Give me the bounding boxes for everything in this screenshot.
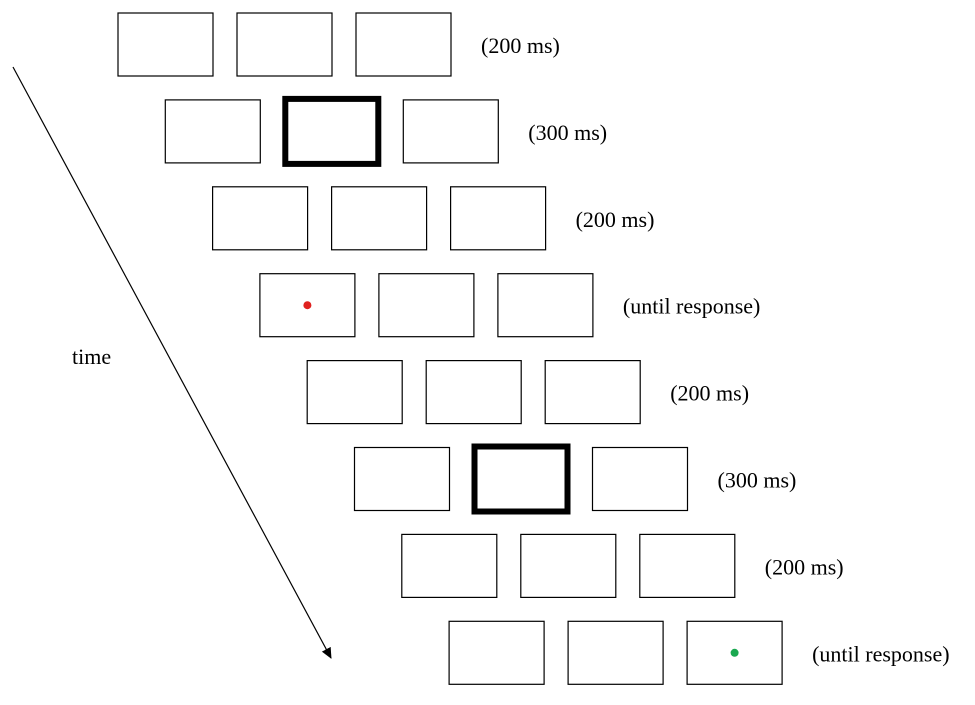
duration-label: (200 ms) (481, 33, 560, 58)
placeholder-box (639, 533, 736, 599)
placeholder-box (164, 99, 261, 164)
placeholder-box (259, 273, 356, 338)
placeholder-box (567, 620, 664, 685)
frames-layer: (200 ms) (300 ms) (200 ms) (until response)… (117, 12, 950, 685)
frame-row-4: (until response) (259, 273, 760, 338)
red-target-dot (303, 301, 312, 310)
placeholder-box (591, 446, 689, 512)
placeholder-box (331, 186, 428, 251)
duration-label: (300 ms) (528, 120, 607, 145)
cue-box (471, 443, 571, 515)
duration-label: (200 ms) (670, 381, 749, 406)
time-axis: time (12, 66, 332, 659)
placeholder-box (353, 446, 451, 512)
duration-label: (until response) (812, 641, 949, 666)
placeholder-box (401, 533, 498, 599)
placeholder-box (544, 360, 641, 425)
time-label: time (72, 344, 111, 369)
frame-row-8: (until response) (448, 620, 950, 685)
frame-row-3: (200 ms) (212, 186, 655, 251)
frame-row-6: (300 ms) (353, 443, 797, 515)
placeholder-box (686, 620, 783, 685)
placeholder-box (497, 273, 594, 338)
duration-label: (until response) (623, 294, 760, 319)
placeholder-box (306, 360, 403, 425)
time-arrow (12, 66, 332, 659)
cue-box (282, 95, 382, 167)
frame-row-1: (200 ms) (117, 12, 560, 77)
duration-label: (300 ms) (718, 468, 797, 493)
placeholder-box (448, 620, 545, 685)
frame-row-5: (200 ms) (306, 360, 749, 425)
placeholder-box (212, 186, 309, 251)
green-target-dot (730, 648, 739, 657)
placeholder-box (402, 99, 499, 164)
frame-row-2: (300 ms) (164, 95, 607, 167)
placeholder-box (355, 12, 452, 77)
placeholder-box (378, 273, 475, 338)
duration-label: (200 ms) (765, 554, 844, 579)
duration-label: (200 ms) (576, 207, 655, 232)
placeholder-box (450, 186, 547, 251)
placeholder-box (425, 360, 522, 425)
frame-row-7: (200 ms) (401, 533, 844, 599)
placeholder-box (520, 533, 617, 599)
placeholder-box (236, 12, 333, 77)
placeholder-box (117, 12, 214, 77)
